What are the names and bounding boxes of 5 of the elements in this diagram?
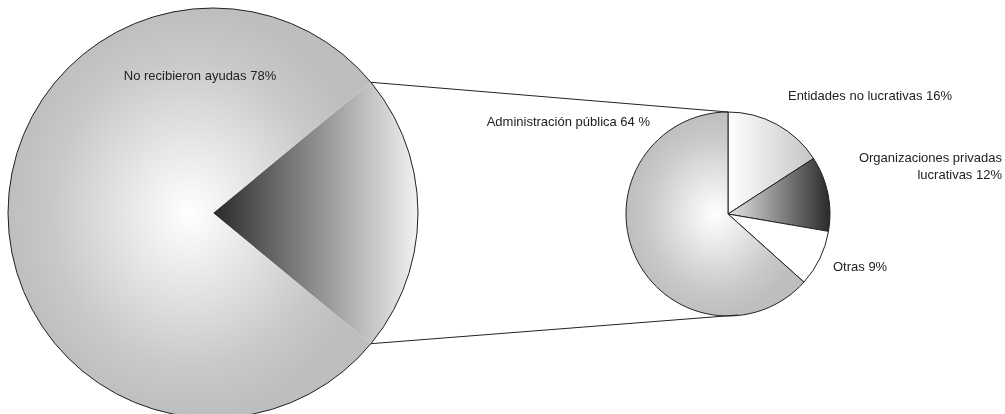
slice-label: Administración pública 64 %	[485, 113, 650, 130]
slice-label: Organizaciones privadas lucrativas 12%	[857, 149, 1002, 183]
slice-label: Otras 9%	[833, 258, 888, 275]
slice-label: No recibieron ayudas 78%	[122, 67, 278, 84]
slice-label: Entidades no lucrativas 16%	[786, 87, 953, 104]
